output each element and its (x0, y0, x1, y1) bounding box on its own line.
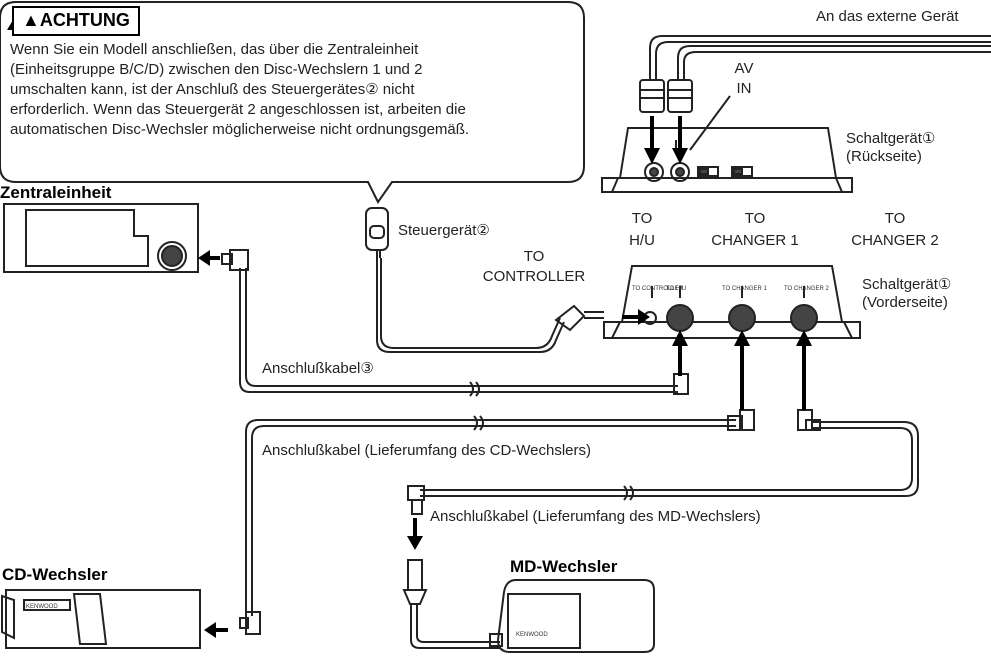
controller-label: Steuergerät② (398, 222, 490, 239)
cd-changer-label: CD-Wechsler (2, 565, 108, 584)
cable-cd-label: Anschlußkabel (Lieferumfang des CD-Wechs… (262, 442, 592, 459)
md-brand: KENWOOD (516, 632, 548, 638)
switch-front-label-1: Schaltgerät① (862, 276, 952, 293)
port-label-ch2: TO CHANGER 2 (784, 286, 830, 292)
cable-3 (239, 268, 678, 393)
to-ch1-label-1: TO (744, 210, 766, 227)
to-controller-label-2: CONTROLLER (482, 268, 586, 285)
central-unit-label: Zentraleinheit (0, 183, 112, 202)
switch-rear-label-2: (Rückseite) (846, 148, 922, 165)
to-ch2-label-1: TO (884, 210, 906, 227)
av-in-label-1: AV (734, 60, 754, 77)
warning-line: umschalten kann, ist der Anschluß des St… (10, 81, 415, 98)
av-in-label-2: IN (736, 80, 752, 97)
md-changer-label: MD-Wechsler (510, 557, 618, 576)
cd-brand: KENWOOD (26, 604, 58, 610)
switch-front-label-2: (Vorderseite) (862, 294, 948, 311)
rca-plug-right (667, 79, 693, 113)
warning-icon: ▲ (22, 10, 40, 30)
cable-md-label: Anschlußkabel (Lieferumfang des MD-Wechs… (430, 508, 761, 525)
to-hu-label-2: H/U (629, 232, 655, 249)
warning-text: Wenn Sie ein Modell anschließen, das übe… (10, 40, 570, 140)
warning-title-text: ACHTUNG (39, 10, 130, 30)
cd-changer (5, 589, 201, 649)
port-label-ch1: TO CHANGER 1 (722, 286, 768, 292)
cable-3-label: Anschlußkabel③ (262, 360, 374, 377)
warning-title: ▲ACHTUNG (12, 6, 140, 36)
md-changer (496, 579, 655, 653)
warning-line: erforderlich. Wenn das Steuergerät 2 ang… (10, 101, 466, 118)
cable-cd (251, 425, 736, 616)
port-label-controller: TO CONTROLLER (632, 286, 684, 292)
to-hu-label-1: TO (631, 210, 653, 227)
external-cable-1 (649, 35, 991, 80)
port-label-hu: TO H/U (666, 286, 686, 292)
to-ch1-label-2: CHANGER 1 (711, 232, 799, 249)
warning-bubble (0, 1, 585, 204)
external-cable-3 (677, 45, 991, 80)
external-cable-4 (683, 51, 991, 80)
switch-rear-label-1: Schaltgerät① (846, 130, 936, 147)
to-ch2-label-2: CHANGER 2 (851, 232, 939, 249)
to-controller-label-1: TO (523, 248, 545, 265)
rca-plug-left (639, 79, 665, 113)
external-device-label: An das externe Gerät (816, 8, 959, 25)
warning-line: automatischen Disc-Wechsler möglicherwei… (10, 121, 470, 138)
warning-line: Wenn Sie ein Modell anschließen, das übe… (10, 41, 419, 58)
controller-cable (376, 258, 565, 353)
external-cable-2 (655, 41, 991, 80)
warning-line: (Einheitsgruppe B/C/D) zwischen den Disc… (10, 61, 423, 78)
cable-md (420, 427, 913, 491)
central-unit (3, 203, 199, 273)
